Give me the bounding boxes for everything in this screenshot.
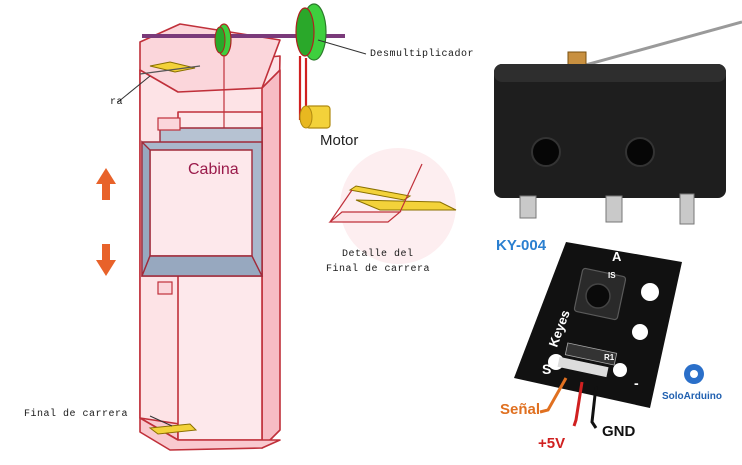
silk-is: IS	[608, 271, 616, 280]
silk-a: A	[612, 249, 622, 264]
ky004-module	[514, 242, 682, 408]
pin-label-vcc: +5V	[538, 435, 566, 452]
leader-ra	[117, 75, 151, 103]
leader-final-carrera	[149, 415, 173, 427]
pin-label-gnd: GND	[602, 423, 636, 440]
top-limit-switch	[139, 61, 201, 75]
silk-r1: R1	[604, 353, 615, 362]
label-detalle-line-1: Detalle del	[342, 249, 414, 260]
bottom-limit-switch	[148, 423, 198, 435]
label-final-carrera: Final de carrera	[24, 409, 129, 420]
label-desmultiplicador: Desmultiplicador	[370, 49, 475, 60]
arrow-down-icon	[96, 244, 116, 276]
silk-s: S	[542, 361, 552, 377]
detail-view	[328, 148, 457, 264]
micro-switch	[494, 20, 742, 225]
shaft-roof	[139, 23, 281, 93]
label-ra: ra	[110, 97, 124, 108]
label-motor: Motor	[320, 132, 359, 149]
shaft-floor	[139, 417, 281, 451]
label-detalle-line-2: Final de carrera	[326, 264, 431, 275]
leader-desmultiplicador	[317, 39, 367, 55]
cabin	[140, 127, 264, 277]
pin-label-signal: Señal	[500, 401, 541, 418]
motor	[299, 105, 331, 129]
cabin-guide-top	[157, 117, 181, 131]
module-wires	[539, 377, 598, 429]
soloarduino-logo-icon	[684, 364, 704, 384]
brand-label: SoloArduino	[662, 391, 722, 402]
silk-minus: -	[634, 375, 639, 391]
small-pulley	[214, 23, 232, 57]
cabin-guide-bottom	[157, 281, 173, 295]
module-title: KY-004	[496, 237, 547, 254]
large-pulley	[295, 3, 327, 61]
shaft-right-wall	[261, 69, 281, 449]
arrow-up-icon	[96, 168, 116, 200]
label-cabina: Cabina	[188, 161, 239, 178]
